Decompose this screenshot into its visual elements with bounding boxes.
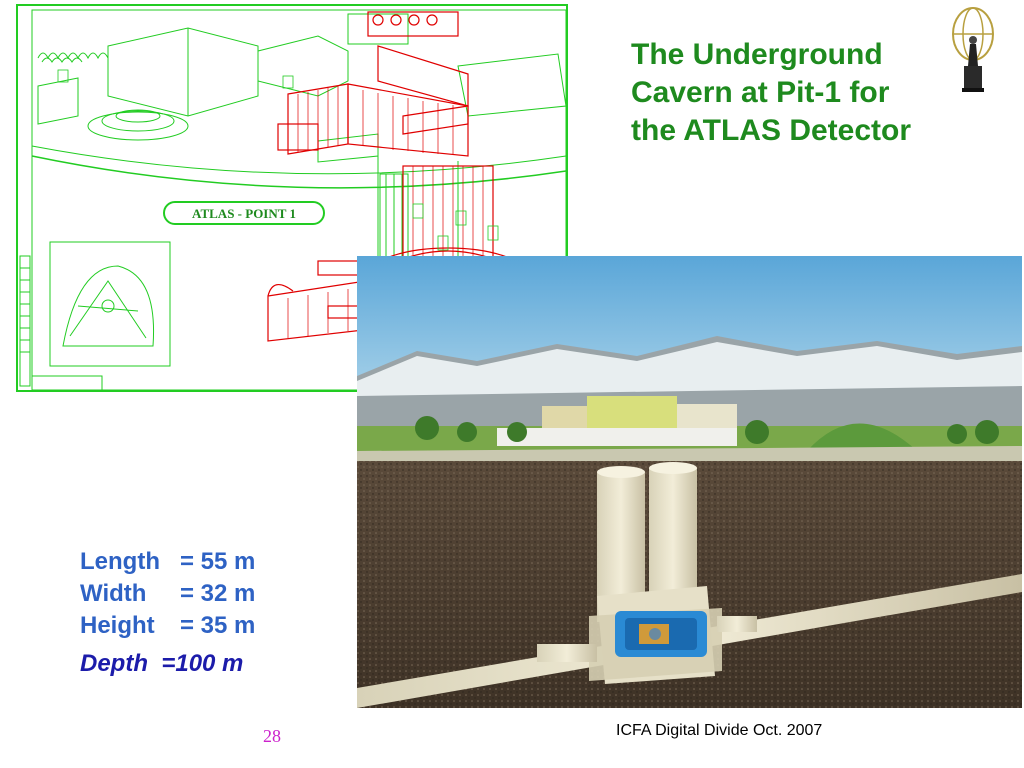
dimension-label: Height xyxy=(80,612,155,639)
cavern-render xyxy=(357,256,1022,708)
slide-title: The Underground Cavern at Pit-1 for the … xyxy=(631,36,971,150)
title-line-2: Cavern at Pit-1 for xyxy=(631,76,890,109)
dimension-value: = 55 m xyxy=(180,548,256,575)
dimension-row-length: Length = 55 m xyxy=(80,546,255,578)
dimension-value: = 32 m xyxy=(180,580,256,607)
footer-text: ICFA Digital Divide Oct. 2007 xyxy=(616,722,823,739)
dimensions-list: Length = 55 m Width = 32 m Height = 35 m xyxy=(80,546,255,642)
page-number: 28 xyxy=(263,726,281,746)
dimension-row-width: Width = 32 m xyxy=(80,578,255,610)
dimension-label: Width xyxy=(80,580,147,607)
atlas-figure-icon xyxy=(948,4,998,94)
dimension-row-height: Height = 35 m xyxy=(80,610,255,642)
dimension-label: Length xyxy=(80,548,160,575)
render-svg xyxy=(357,256,1022,708)
title-line-3: the ATLAS Detector xyxy=(631,114,912,147)
logo-svg xyxy=(952,7,994,92)
title-line-1: The Underground xyxy=(631,38,883,71)
blueprint-label: ATLAS - POINT 1 xyxy=(192,206,296,221)
blueprint-drawing: ATLAS - POINT 1 xyxy=(16,4,568,392)
dimension-value: = 35 m xyxy=(180,612,256,639)
depth-text: Depth =100 m xyxy=(80,650,244,677)
